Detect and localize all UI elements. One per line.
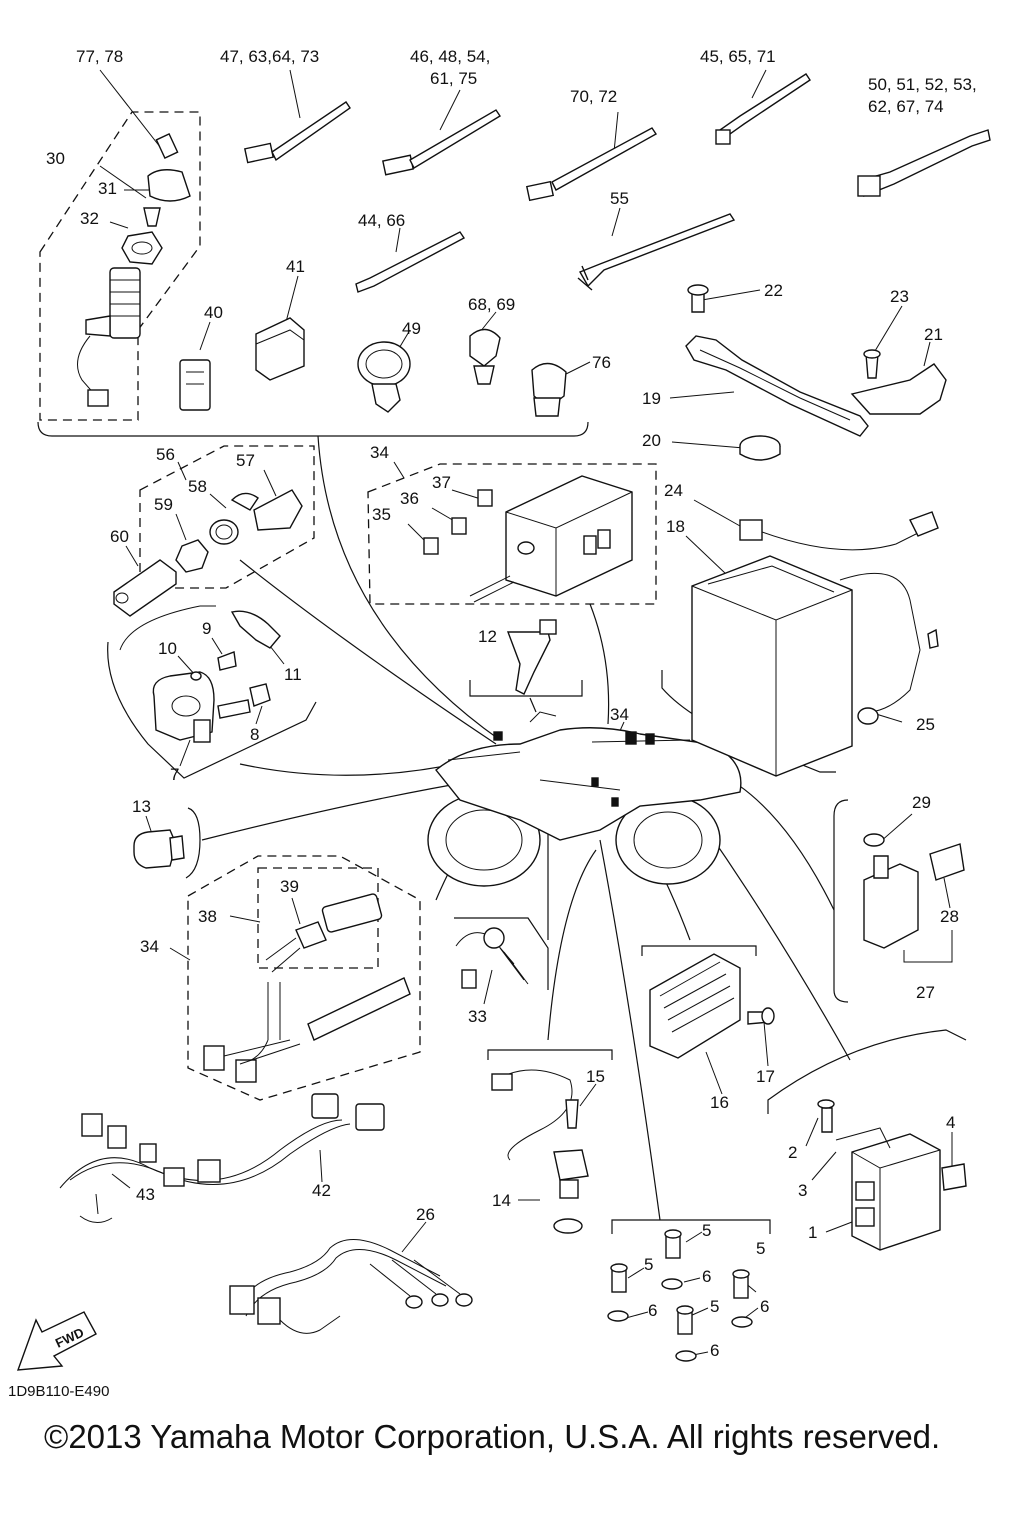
label-27: 27 [916,983,935,1002]
label-30: 30 [46,149,65,168]
label-4: 4 [946,1113,955,1132]
label-14: 14 [492,1191,511,1210]
label-44-66: 44, 66 [358,211,405,230]
label-77-78: 77, 78 [76,47,123,66]
label-31: 31 [98,179,117,198]
label-6-bottom: 6 [710,1341,719,1360]
part-bolts-5-6 [607,1229,753,1362]
label-6-left: 6 [648,1301,657,1320]
label-34-fuse-box: 34 [370,443,389,462]
atv-vehicle [427,711,742,887]
part-speed-sensor [491,1069,589,1234]
part-harness-bottom-left [59,1093,385,1223]
part-rectifier [649,953,775,1059]
label-59: 59 [154,495,173,514]
label-43: 43 [136,1185,155,1204]
leader-lines [99,69,953,1357]
label-17: 17 [756,1067,775,1086]
label-28: 28 [940,907,959,926]
label-40: 40 [204,303,223,322]
label-33: 33 [468,1007,487,1026]
part-key-switch [77,133,191,407]
label-57: 57 [236,451,255,470]
label-6-top: 6 [702,1267,711,1286]
label-6-right: 6 [760,1297,769,1316]
label-42: 42 [312,1181,331,1200]
label-18: 18 [666,517,685,536]
label-61-75: 61, 75 [430,69,477,88]
label-26: 26 [416,1205,435,1224]
label-9: 9 [202,619,211,638]
label-41: 41 [286,257,305,276]
label-50-51-52-53: 50, 51, 52, 53, [868,75,977,94]
part-wire-leads [229,1239,473,1334]
label-45-65-71: 45, 65, 71 [700,47,776,66]
part-number-labels: 77, 78 47, 63,64, 73 46, 48, 54, 61, 75 … [46,47,977,1360]
label-32: 32 [80,209,99,228]
label-16: 16 [710,1093,729,1112]
label-55: 55 [610,189,629,208]
part-battery-bracket [685,284,947,461]
label-29: 29 [912,793,931,812]
label-68-69: 68, 69 [468,295,515,314]
label-36: 36 [400,489,419,508]
copyright-notice: ©2013 Yamaha Motor Corporation, U.S.A. A… [44,1418,940,1455]
label-62-67-74: 62, 67, 74 [868,97,944,116]
label-38: 38 [198,907,217,926]
label-12: 12 [478,627,497,646]
label-34-center: 34 [610,705,629,724]
part-fuse-box [423,475,633,603]
group-brackets [37,111,967,1234]
label-20: 20 [642,431,661,450]
label-34-harness: 34 [140,937,159,956]
part-connectors-top [179,317,567,417]
label-35: 35 [372,505,391,524]
fwd-arrow-icon: FWD [16,1311,97,1371]
label-47-63-64-73: 47, 63,64, 73 [220,47,319,66]
part-coil-and-pipe [119,605,557,743]
label-5-top: 5 [702,1221,711,1240]
label-22: 22 [764,281,783,300]
label-24: 24 [664,481,683,500]
part-cable-ties [243,73,991,293]
label-25: 25 [916,715,935,734]
label-5-left: 5 [644,1255,653,1274]
label-11: 11 [284,665,302,684]
label-23: 23 [890,287,909,306]
part-relays [133,829,965,963]
label-37: 37 [432,473,451,492]
label-5-right: 5 [756,1239,765,1258]
label-70-72: 70, 72 [570,87,617,106]
label-2: 2 [788,1143,797,1162]
label-39: 39 [280,877,299,896]
label-56: 56 [156,445,175,464]
label-19: 19 [642,389,661,408]
label-76: 76 [592,353,611,372]
label-3: 3 [798,1181,807,1200]
label-21: 21 [924,325,943,344]
diagram-code: 1D9B110-E490 [8,1383,109,1400]
label-7: 7 [170,765,179,784]
part-lower-harness [203,893,529,1083]
part-battery [691,511,939,777]
label-58: 58 [188,477,207,496]
part-ecu [817,1099,967,1251]
label-13: 13 [132,797,151,816]
label-1: 1 [808,1223,817,1242]
part-socket-group [113,489,303,617]
label-8: 8 [250,725,259,744]
label-60: 60 [110,527,129,546]
label-5-bottom: 5 [710,1297,719,1316]
label-46-48-54: 46, 48, 54, [410,47,490,66]
label-10: 10 [158,639,177,658]
label-15: 15 [586,1067,605,1086]
label-49: 49 [402,319,421,338]
